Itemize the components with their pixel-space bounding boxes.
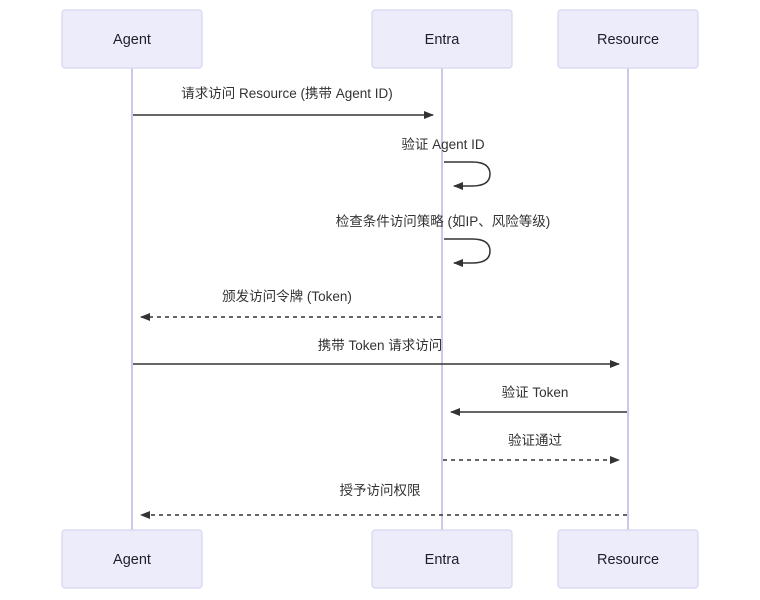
message-1-label: 请求访问 Resource (携带 Agent ID)	[181, 86, 393, 101]
bottom-actor-boxes: Agent Entra Resource	[61, 529, 699, 589]
message-5-label: 携带 Token 请求访问	[318, 338, 443, 353]
actor-label-entra-bottom: Entra	[425, 552, 461, 568]
message-3-label: 检查条件访问策略 (如IP、风险等级)	[336, 213, 551, 229]
actor-label-resource-bottom: Resource	[597, 552, 659, 568]
message-8-label: 授予访问权限	[340, 482, 421, 498]
message-6-group: 验证 Token	[450, 385, 627, 416]
message-1-group: 请求访问 Resource (携带 Agent ID)	[133, 86, 434, 119]
actor-box-resource-top[interactable]	[557, 9, 699, 69]
top-actor-boxes: Agent Entra Resource	[61, 9, 699, 69]
message-8-group: 授予访问权限	[140, 482, 627, 519]
actor-box-entra-top[interactable]	[371, 9, 513, 69]
message-2-label: 验证 Agent ID	[401, 137, 485, 152]
actor-box-entra-bottom[interactable]	[371, 529, 513, 589]
actor-label-agent-top: Agent	[113, 32, 151, 48]
message-6-label: 验证 Token	[502, 385, 569, 400]
message-7-group: 验证通过	[443, 433, 620, 464]
message-3-self-loop	[444, 238, 491, 267]
message-2-group: 验证 Agent ID	[401, 137, 491, 190]
message-2-self-loop	[444, 161, 491, 190]
message-4-group: 颁发访问令牌 (Token)	[140, 288, 441, 321]
actor-label-resource-top: Resource	[597, 32, 659, 48]
actor-box-agent-top[interactable]	[61, 9, 203, 69]
actor-label-entra-top: Entra	[425, 32, 461, 48]
actor-box-agent-bottom[interactable]	[61, 529, 203, 589]
message-3-group: 检查条件访问策略 (如IP、风险等级)	[336, 213, 551, 267]
message-7-label: 验证通过	[508, 433, 562, 448]
lifelines-group	[131, 68, 629, 530]
message-4-label: 颁发访问令牌 (Token)	[222, 288, 352, 304]
actor-label-agent-bottom: Agent	[113, 552, 151, 568]
message-5-group: 携带 Token 请求访问	[133, 338, 620, 368]
actor-box-resource-bottom[interactable]	[557, 529, 699, 589]
